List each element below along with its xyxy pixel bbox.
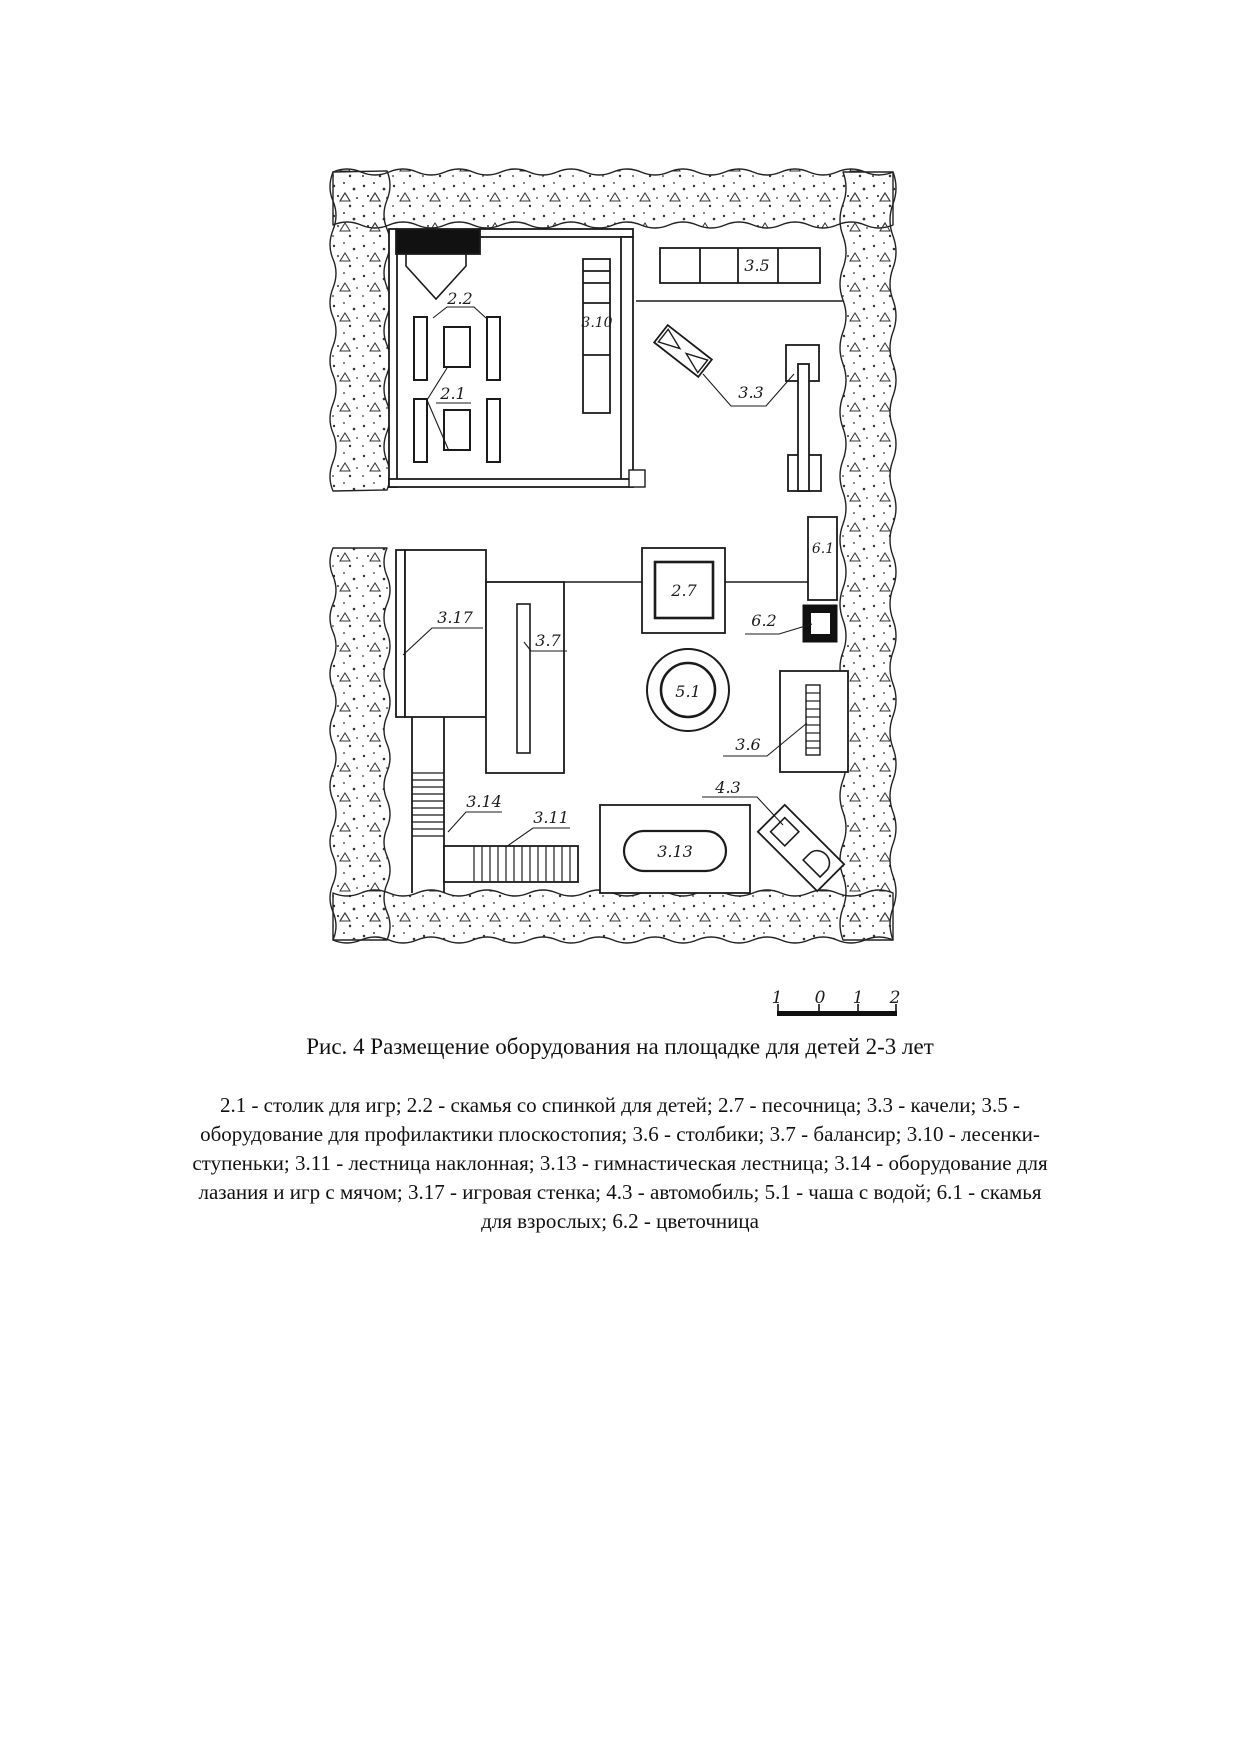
legend-line: оборудование для профилактики плоскостоп…	[200, 1122, 1040, 1146]
table-2-1	[443, 326, 471, 368]
scale-bar-line	[777, 1011, 897, 1016]
flower-box-6-2	[802, 604, 838, 643]
gymnastic-ladder-3-13	[599, 804, 751, 894]
posts-3-6	[779, 670, 849, 773]
water-bowl-5-1	[646, 648, 730, 732]
border-texture-band	[329, 168, 897, 944]
sandbox-2-7	[641, 547, 726, 634]
figure-caption: Рис. 4 Размещение оборудования на площад…	[306, 1034, 934, 1059]
label-6-1: 6.1	[812, 541, 834, 557]
label-4-3: 4.3	[714, 778, 740, 797]
border-bottom	[332, 889, 894, 944]
balance-beam-3-7	[485, 581, 565, 774]
bench-2-2	[486, 316, 501, 381]
border-right	[839, 171, 897, 941]
pavilion-top-wall-thick	[395, 228, 481, 255]
adult-bench-6-1	[807, 516, 838, 601]
ladder-steps-3-10	[582, 258, 611, 414]
label-3-11: 3.11	[533, 808, 569, 827]
legend-line: лазания и игр с мячом; 3.17 - игровая ст…	[198, 1180, 1042, 1204]
legend-line: 2.1 - столик для игр; 2.2 - скамья со сп…	[219, 1093, 1021, 1117]
label-3-6: 3.6	[735, 735, 760, 754]
label-3-13: 3.13	[657, 842, 693, 861]
pavilion-left-wall	[388, 228, 398, 488]
label-6-2: 6.2	[751, 611, 776, 630]
scale-tick-label: 0	[815, 988, 826, 1008]
car-4-3	[756, 803, 846, 893]
legend-line: для взрослых; 6.2 - цветочница	[481, 1209, 759, 1233]
scale-tick-label: 1	[853, 988, 864, 1008]
legend-line: ступеньки; 3.11 - лестница наклонная; 3.…	[192, 1151, 1048, 1175]
label-3-14: 3.14	[466, 792, 502, 811]
bench-2-2	[413, 398, 428, 463]
benches-and-tables	[413, 316, 501, 463]
label-3-3: 3.3	[738, 383, 763, 402]
play-wall-3-17	[395, 549, 487, 718]
scale-tick-label: 1	[772, 988, 783, 1008]
pavilion-bottom-wall	[388, 478, 634, 488]
table-2-1	[443, 409, 471, 451]
door-swing-icon	[405, 254, 467, 301]
border-left-upper	[329, 170, 391, 492]
swing-frame-bar	[797, 363, 810, 492]
scale-tick-label: 2	[889, 988, 901, 1008]
pavilion-corner-notch	[628, 469, 646, 488]
label-3-10: 3.10	[581, 315, 612, 331]
figure-legend: 2.1 - столик для игр; 2.2 - скамья со сп…	[150, 1091, 1090, 1236]
label-3-7: 3.7	[535, 631, 561, 650]
label-2-1: 2.1	[439, 384, 465, 403]
pavilion-right-wall	[620, 236, 634, 481]
label-3-5: 3.5	[744, 256, 769, 275]
scale-bar: 1 0 1 2	[772, 988, 901, 1016]
swing-3-3	[652, 323, 822, 492]
site-plan-figure: 2.2 2.1 3.10 3.5 3.3 6.1 2.7 6.2 5.1 3.1…	[329, 168, 901, 1016]
pavilion-top-wall	[479, 228, 634, 238]
flatfoot-equipment-3-5	[659, 247, 821, 284]
pavilion	[388, 228, 646, 488]
border-left-lower	[329, 547, 391, 941]
border-top	[332, 168, 894, 229]
label-2-7: 2.7	[670, 581, 697, 600]
label-2-2: 2.2	[446, 289, 472, 308]
bench-2-2	[413, 316, 428, 381]
bench-2-2	[486, 398, 501, 463]
inclined-ladder-3-11	[443, 845, 579, 883]
label-5-1: 5.1	[675, 682, 700, 701]
label-3-17: 3.17	[437, 608, 473, 627]
climbing-equipment-3-14	[411, 717, 445, 893]
leader-lines	[402, 306, 813, 848]
